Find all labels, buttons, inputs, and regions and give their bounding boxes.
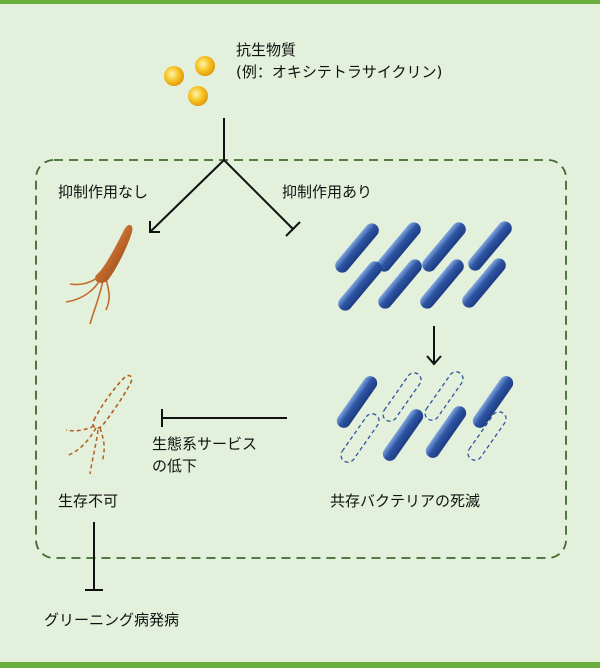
surviving-bacterium xyxy=(336,376,378,428)
with-inhibition-label: 抑制作用あり xyxy=(282,183,373,201)
cannot-coexist-label: 生存不可 xyxy=(58,492,119,510)
surviving-bacterium xyxy=(425,406,467,458)
dashed-enclosure xyxy=(35,159,567,559)
surviving-bacterium xyxy=(472,376,514,428)
dead-pathogen-icon xyxy=(65,374,133,475)
antibiotic-particle xyxy=(164,66,184,86)
branch-with-inhibition-line xyxy=(223,159,294,230)
coexisting-bacteria-group xyxy=(335,221,512,311)
dead-bacterium xyxy=(340,413,380,463)
coexisting-bacterium xyxy=(335,223,379,273)
dead-bacterium xyxy=(467,411,507,461)
top-border-bar xyxy=(0,0,600,4)
dying-bacteria-group xyxy=(336,371,514,463)
coexisting-bacterium xyxy=(462,258,506,308)
ecosystem-decline-label-2: の低下 xyxy=(152,457,198,475)
bottom-border-bar xyxy=(0,662,600,668)
branch-no-inhibition-line xyxy=(149,159,225,233)
coexisting-bacterium xyxy=(338,261,382,311)
coexisting-bacterium xyxy=(468,221,512,271)
down-arrowhead xyxy=(426,355,442,366)
ecosystem-decline-label: 生態系サービス xyxy=(152,435,258,453)
arrowhead-no-inhibition xyxy=(149,221,160,233)
dead-bacterium xyxy=(424,371,464,421)
dead-bacterium xyxy=(382,372,422,422)
antibiotic-label: 抗生物質 xyxy=(236,41,297,59)
inhibition-bar-end xyxy=(285,221,301,237)
coexisting-bacterium xyxy=(420,259,464,309)
pathogen-bacterium-icon xyxy=(65,224,133,325)
coexisting-bacterium xyxy=(378,259,422,309)
antibiotic-particle xyxy=(188,86,208,106)
no-inhibition-label: 抑制作用なし xyxy=(58,183,149,201)
surviving-bacterium xyxy=(382,409,424,461)
bacteria-death-label: 共存バクテリアの死滅 xyxy=(330,492,481,510)
antibiotic-particles-icon xyxy=(164,56,215,106)
coexisting-bacterium xyxy=(422,222,466,272)
coexisting-bacterium xyxy=(377,222,421,272)
antibiotic-particle xyxy=(195,56,215,76)
antibiotic-example-label: (例：オキシテトラサイクリン) xyxy=(236,63,443,81)
greening-disease-label: グリーニング病発病 xyxy=(44,611,180,629)
